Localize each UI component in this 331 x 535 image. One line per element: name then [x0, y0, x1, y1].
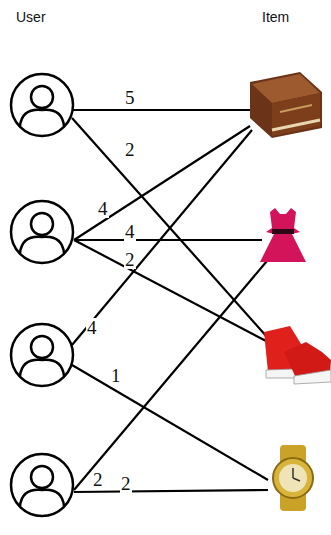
book-icon: [250, 72, 322, 138]
rating-number: 4: [124, 222, 136, 241]
rating-number: 1: [110, 366, 122, 385]
rating-number: 4: [86, 318, 98, 337]
column-heading: User: [16, 10, 46, 24]
rating-number: 4: [97, 199, 109, 218]
rating-number: 2: [124, 250, 136, 269]
user-icons: [11, 74, 73, 516]
rating-number: 2: [124, 140, 136, 159]
column-heading: Item: [262, 10, 289, 24]
dress-icon: [260, 208, 306, 262]
watch-icon: [273, 445, 313, 511]
rating-lines: [72, 110, 272, 492]
rating-number: 2: [92, 470, 104, 489]
rating-number: 5: [124, 88, 136, 107]
sneaker-icon: [264, 326, 331, 384]
rating-number: 2: [120, 474, 132, 493]
